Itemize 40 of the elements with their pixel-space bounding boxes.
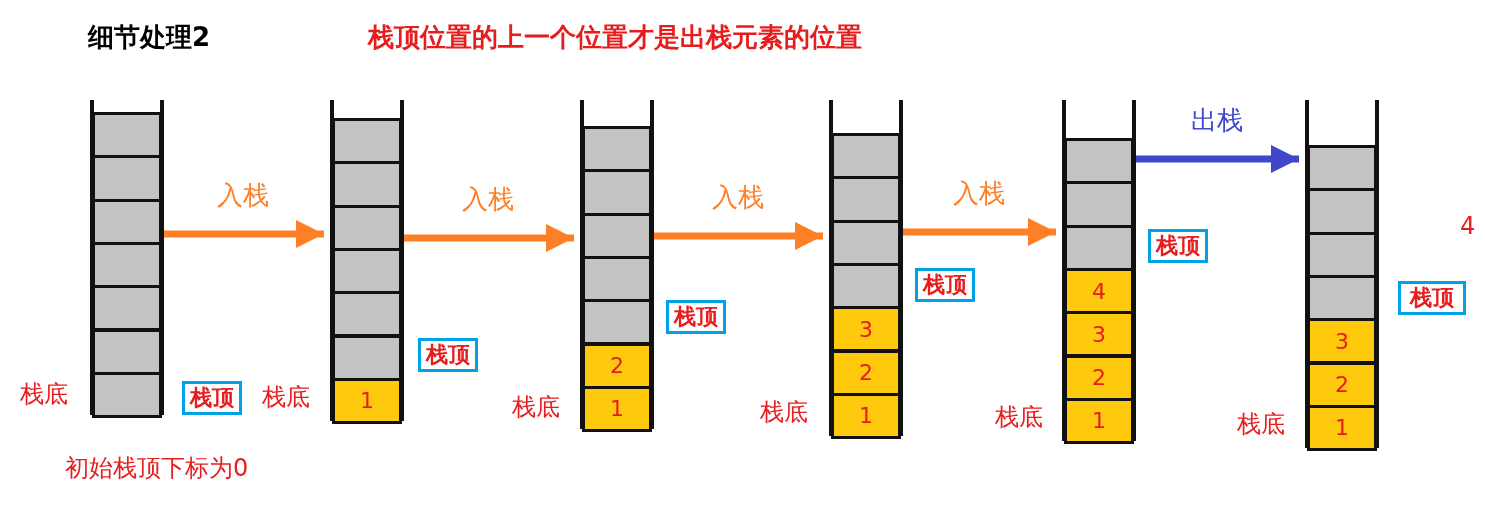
text-label: 栈底 [995, 402, 1043, 433]
stack-container [90, 100, 164, 416]
stack-top-box: 栈顶 [915, 268, 975, 302]
stack-top-box: 栈顶 [182, 381, 242, 415]
title: 细节处理2 [88, 21, 211, 54]
text-label: 栈底 [1237, 409, 1285, 440]
empty-cell [332, 291, 402, 338]
element-cell: 2 [1307, 361, 1377, 408]
empty-cell [332, 161, 402, 208]
heading: 栈顶位置的上一个位置才是出栈元素的位置 [368, 21, 862, 54]
stack-container [1305, 100, 1379, 449]
empty-cell [582, 299, 652, 346]
element-cell: 2 [582, 342, 652, 389]
stack-top-box: 栈顶 [1398, 281, 1466, 315]
stack-top-box: 栈顶 [418, 338, 478, 372]
text-label: 栈底 [760, 397, 808, 428]
empty-cell [92, 155, 162, 202]
stack-top-box: 栈顶 [1148, 229, 1208, 263]
stack-container [330, 100, 404, 422]
element-cell: 3 [1064, 311, 1134, 358]
empty-cell [92, 328, 162, 375]
element-cell: 3 [831, 306, 901, 353]
text-label: 栈底 [262, 382, 310, 413]
text-label: 初始栈顶下标为0 [65, 453, 249, 484]
element-cell: 2 [1064, 354, 1134, 401]
text-label: 栈底 [512, 392, 560, 423]
stack-container [580, 100, 654, 430]
text-label: 栈底 [20, 379, 68, 410]
empty-cell [831, 176, 901, 223]
stack-top-box: 栈顶 [666, 300, 726, 334]
element-cell: 2 [831, 349, 901, 396]
empty-cell [582, 169, 652, 216]
empty-cell [1307, 188, 1377, 235]
empty-cell [332, 334, 402, 381]
stack-container [829, 100, 903, 437]
stack-container [1062, 100, 1136, 442]
text-label: 4 [1460, 212, 1476, 240]
empty-cell [92, 285, 162, 332]
element-cell: 3 [1307, 318, 1377, 365]
empty-cell [1064, 181, 1134, 228]
